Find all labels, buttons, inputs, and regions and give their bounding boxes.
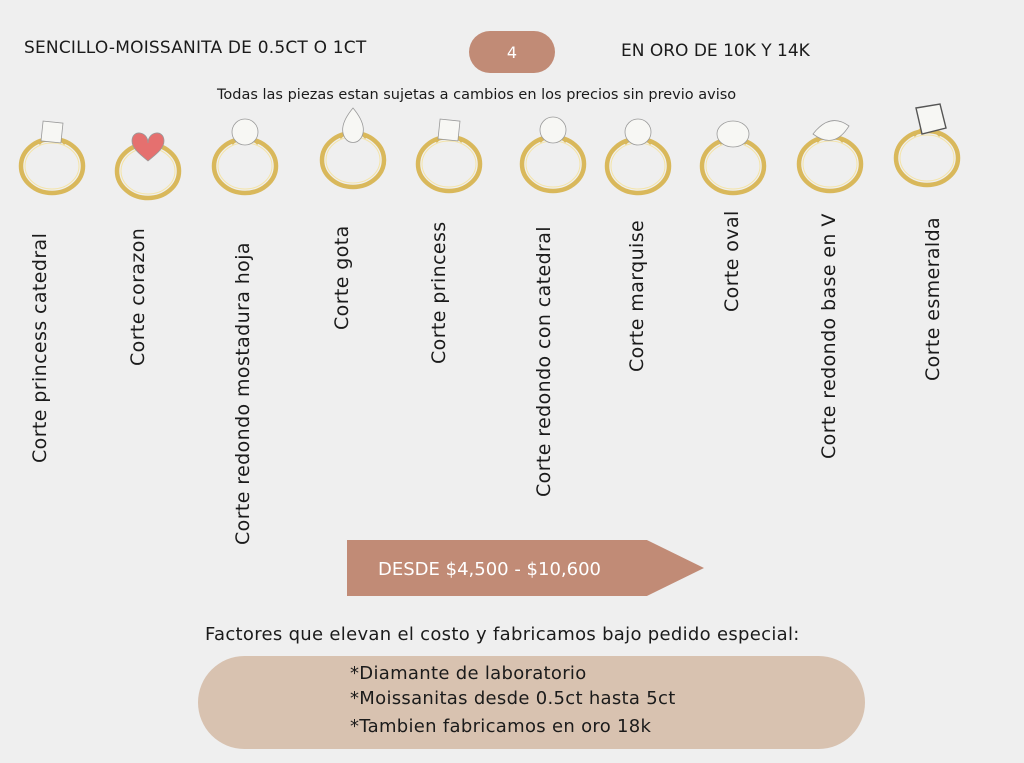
factors-box <box>198 656 865 749</box>
header-subtitle: EN ORO DE 10K Y 14K <box>621 41 810 61</box>
price-range: DESDE $4,500 - $10,600 <box>378 559 601 580</box>
price-disclaimer: Todas las piezas estan sujetas a cambios… <box>217 87 737 103</box>
ring-cut-label: Corte marquise <box>626 219 648 372</box>
price-arrow <box>347 540 704 596</box>
ring-cut-label: Corte princess <box>428 221 450 364</box>
ring-cut-label: Corte redondo mostadura hoja <box>232 242 254 545</box>
ring-image <box>796 120 864 194</box>
page-number-badge: 4 <box>469 31 555 73</box>
ring-image <box>114 132 182 201</box>
ring-image <box>519 116 587 194</box>
ring-cut-label: Corte corazon <box>127 227 149 366</box>
ring-cut-label: Corte oval <box>721 210 743 312</box>
header-title: SENCILLO-MOISSANITA DE 0.5CT O 1CT <box>24 38 367 58</box>
ring-cut-label: Corte gota <box>331 225 353 330</box>
factor-item: *Diamante de laboratorio <box>350 663 587 684</box>
ring-image <box>893 103 961 188</box>
factor-item: *Tambien fabricamos en oro 18k <box>350 716 652 737</box>
factor-item: *Moissanitas desde 0.5ct hasta 5ct <box>350 688 676 709</box>
ring-cut-label: Corte redondo base en V <box>818 213 840 459</box>
ring-cut-label: Corte princess catedral <box>29 232 51 463</box>
ring-image <box>415 118 483 194</box>
page-number: 4 <box>506 42 518 62</box>
ring-image <box>699 120 767 196</box>
ring-image <box>604 118 672 196</box>
ring-image <box>18 120 86 196</box>
ring-image <box>319 107 387 190</box>
ring-cut-label: Corte esmeralda <box>922 216 944 381</box>
ring-image <box>211 118 279 196</box>
ring-cut-label: Corte redondo con catedral <box>533 226 555 497</box>
factors-heading: Factores que elevan el costo y fabricamo… <box>205 624 800 645</box>
